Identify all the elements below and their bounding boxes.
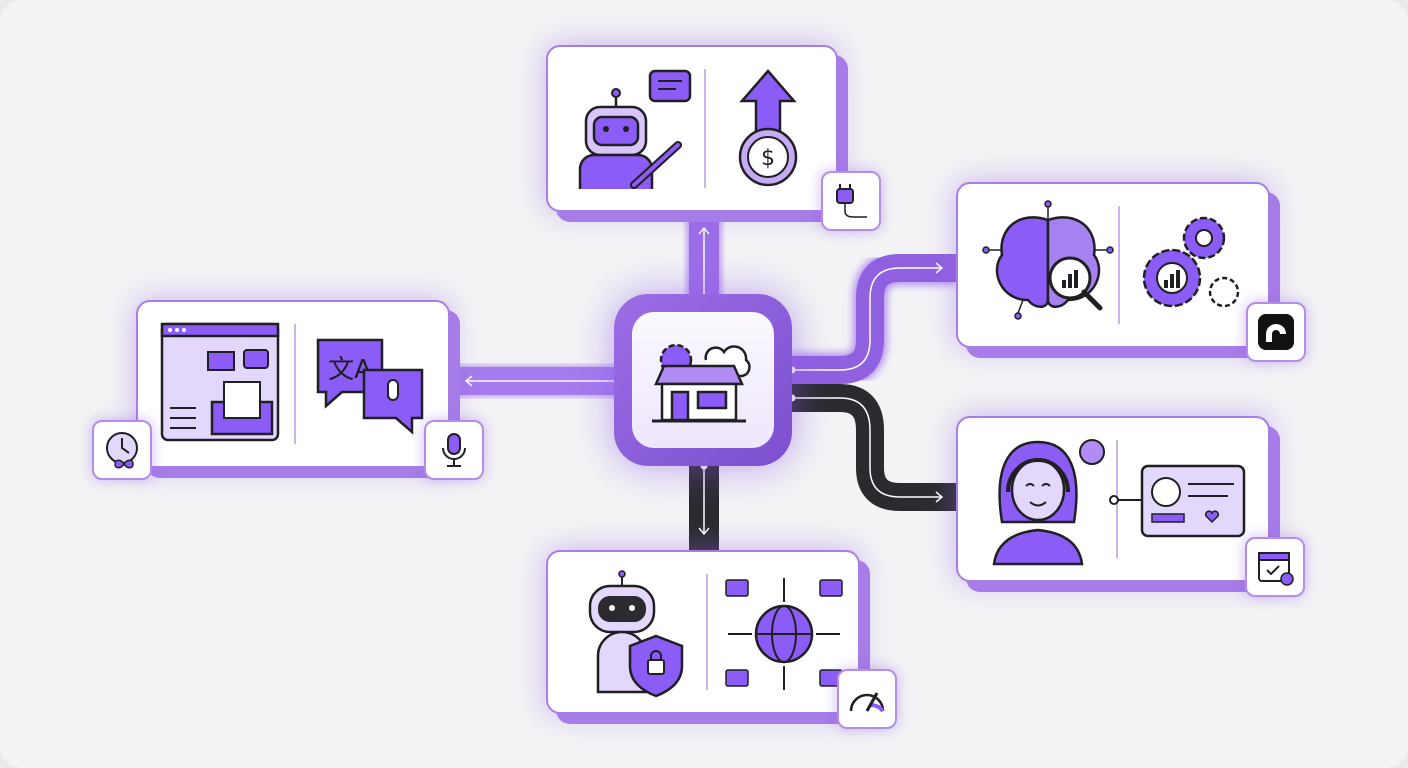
connector-bottom [689, 460, 719, 554]
divider [1118, 206, 1120, 324]
card-left[interactable]: 文A [136, 300, 450, 468]
connector-top [687, 205, 721, 305]
badge-plug[interactable] [821, 171, 881, 231]
gears-chart-icon [1142, 216, 1240, 308]
microphone-icon [442, 433, 466, 467]
connector-right-top [788, 251, 956, 387]
robot-shield-lock-icon [588, 570, 684, 698]
omnichannel-inbox-icon [160, 322, 280, 442]
speedometer-icon [849, 692, 885, 713]
card-right-bottom[interactable] [956, 416, 1270, 582]
storefront-gear-cloud-icon [652, 343, 751, 423]
support-agent-headset-icon [992, 439, 1105, 566]
divider [706, 574, 708, 690]
badge-calendar-check[interactable] [1245, 537, 1305, 597]
central-hub[interactable] [614, 294, 792, 466]
card-top[interactable]: $ [546, 45, 838, 212]
plug-icon [836, 184, 867, 218]
clock-infinity-icon [106, 432, 138, 469]
calendar-check-icon [1258, 552, 1294, 586]
card-bottom[interactable] [546, 550, 860, 714]
divider [294, 324, 296, 444]
divider [704, 69, 706, 188]
svg-text:$: $ [761, 146, 775, 171]
badge-brand-logo[interactable] [1246, 302, 1306, 362]
customer-profile-card-icon [1109, 464, 1246, 538]
brain-circuit-analytics-icon [982, 200, 1114, 320]
badge-clock-infinity[interactable] [92, 420, 152, 480]
badge-microphone[interactable] [424, 420, 484, 480]
badge-speedometer[interactable] [837, 669, 897, 729]
card-right-top[interactable] [956, 182, 1270, 348]
globe-network-folders-icon [725, 578, 843, 690]
robot-wrench-chat-icon [578, 69, 692, 189]
translate-voice-chat-icon: 文A [316, 338, 424, 435]
dollar-coin-arrow-up-icon: $ [738, 69, 798, 187]
connector-left [450, 366, 622, 396]
connector-right-bottom [788, 384, 956, 511]
brand-logo-icon [1258, 314, 1294, 350]
